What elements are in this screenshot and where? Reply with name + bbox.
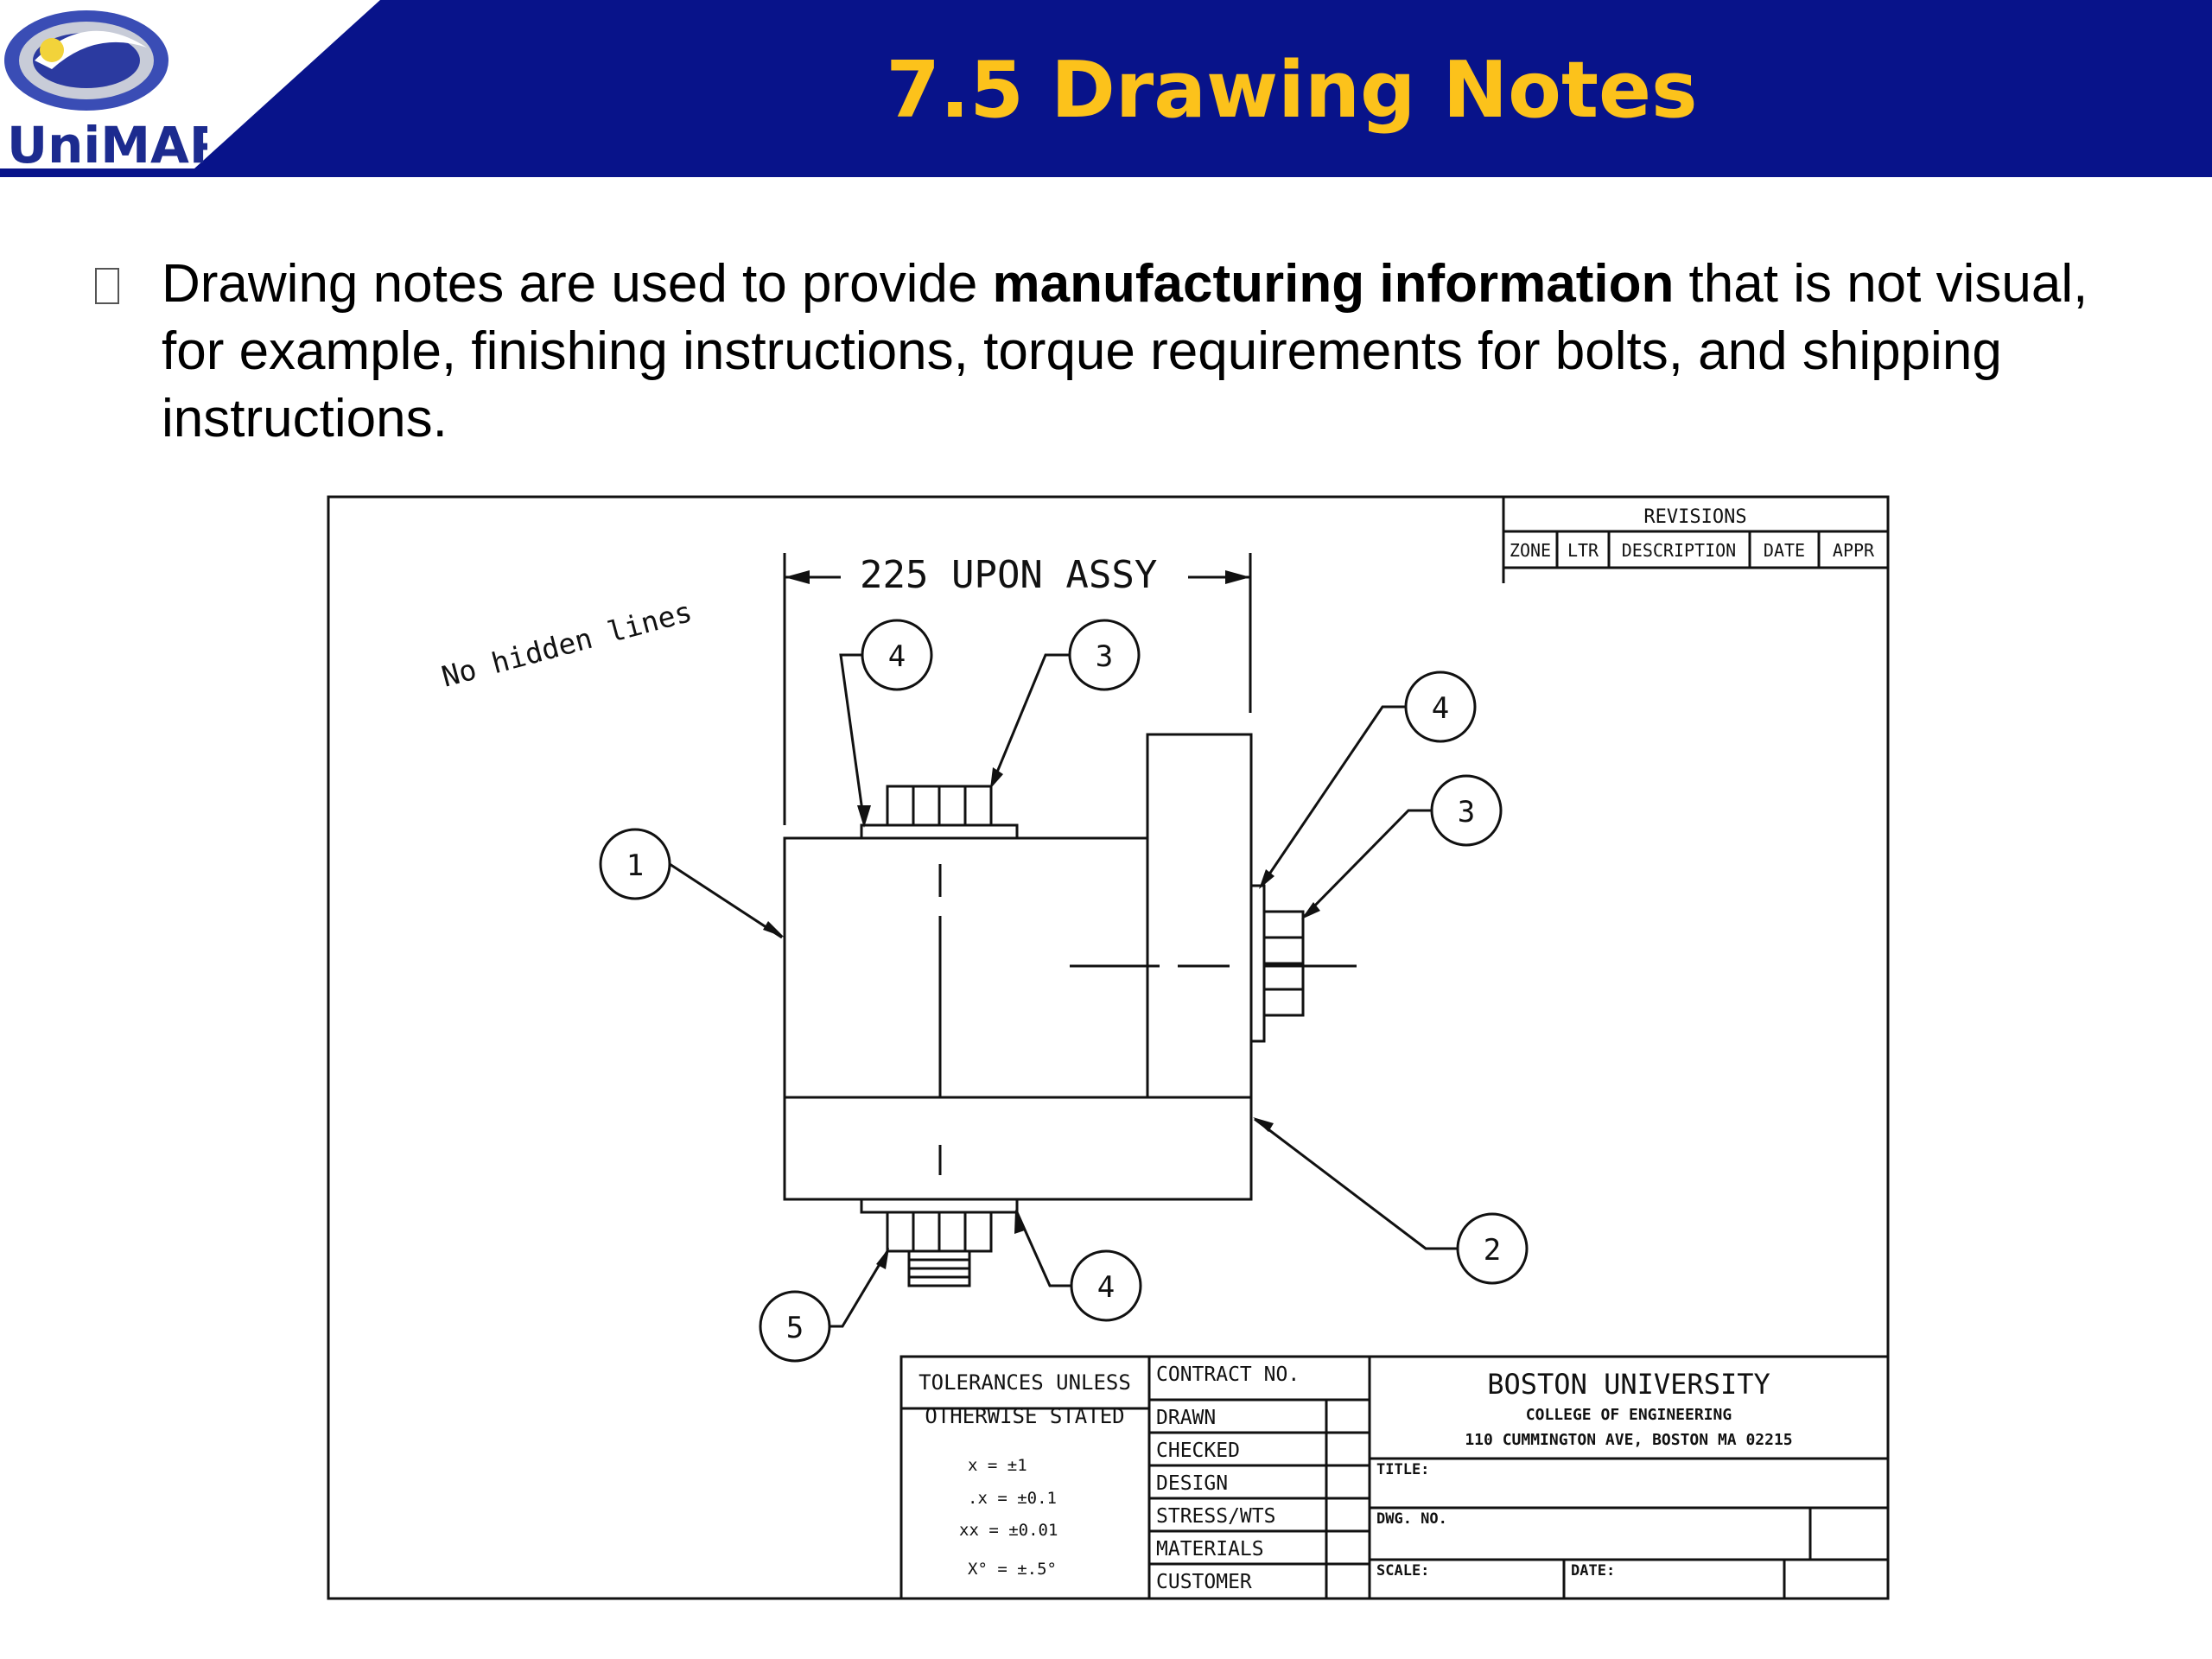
rev-col-ltr: LTR — [1567, 540, 1599, 561]
balloon-4c-label: 4 — [1097, 1270, 1115, 1305]
balloon-4b-label: 4 — [1432, 691, 1449, 726]
rev-col-date: DATE — [1764, 540, 1805, 561]
main-block — [783, 836, 1149, 1099]
base-block — [783, 1096, 1253, 1201]
date-label: DATE: — [1571, 1562, 1615, 1580]
balloon-1-label: 1 — [626, 849, 644, 883]
note-no-hidden-lines: No hidden lines — [438, 594, 696, 694]
leader-3a — [990, 653, 1070, 785]
field-checked: CHECKED — [1156, 1440, 1240, 1462]
dwg-no-label: DWG. NO. — [1376, 1510, 1447, 1528]
revisions-header: REVISIONS — [1643, 506, 1746, 528]
logo-emblem-icon: UniMAP — [4, 10, 207, 175]
logo-text: UniMAP — [7, 116, 207, 175]
slide-title: 7.5 Drawing Notes — [886, 45, 1698, 136]
dimension-label: 225 UPON ASSY — [860, 553, 1157, 597]
rev-col-appr: APPR — [1833, 540, 1875, 561]
leader-4b — [1260, 705, 1406, 887]
field-stress-wts: STRESS/WTS — [1156, 1505, 1275, 1528]
leader-4a — [839, 653, 866, 824]
field-design: DESIGN — [1156, 1472, 1228, 1495]
leader-2 — [1254, 1117, 1458, 1250]
balloon-3b-label: 3 — [1458, 795, 1475, 830]
field-drawn: DRAWN — [1156, 1407, 1216, 1429]
tol-row-4: X° = ±.5° — [968, 1560, 1057, 1579]
tol-row-2: .x = ±0.1 — [968, 1489, 1057, 1508]
tolerances-line1: TOLERANCES UNLESS — [918, 1370, 1131, 1395]
leader-3b — [1303, 809, 1432, 918]
leader-1 — [669, 862, 783, 939]
title-label: TITLE: — [1376, 1461, 1429, 1478]
scale-label: SCALE: — [1376, 1562, 1429, 1580]
org-address: 110 CUMMINGTON AVE, BOSTON MA 02215 — [1465, 1431, 1792, 1449]
drawing-sheet: 225 UPON ASSY No hidden lines 1 4 3 4 3 … — [327, 495, 1890, 1600]
title-block — [899, 1355, 1890, 1600]
balloon-3a-label: 3 — [1096, 639, 1113, 674]
field-contract-no: CONTRACT NO. — [1156, 1363, 1300, 1386]
tol-row-1: x = ±1 — [968, 1456, 1027, 1475]
leader-5 — [830, 1250, 889, 1328]
bullet-text-after: that is not visual, for example, finishi… — [162, 254, 2088, 448]
field-customer: CUSTOMER — [1156, 1571, 1252, 1593]
unimap-logo: UniMAP — [0, 0, 207, 181]
tolerances-line2: OTHERWISE STATED — [925, 1404, 1124, 1428]
rev-col-zone: ZONE — [1510, 540, 1551, 561]
bullet-text-before: Drawing notes are used to provide — [162, 254, 993, 314]
bullet-text: Drawing notes are used to provide manufa… — [162, 251, 2149, 453]
upright-plate — [1146, 733, 1253, 1099]
rev-col-description: DESCRIPTION — [1622, 540, 1736, 561]
bullet-text-bold: manufacturing information — [992, 254, 1675, 314]
engineering-drawing: 225 UPON ASSY No hidden lines 1 4 3 4 3 … — [324, 493, 1892, 1607]
field-materials: MATERIALS — [1156, 1538, 1264, 1560]
tol-row-3: xx = ±0.01 — [959, 1521, 1058, 1540]
balloon-2-label: 2 — [1484, 1233, 1501, 1268]
slide-title-box: 7.5 Drawing Notes — [778, 35, 1806, 147]
org-dept: COLLEGE OF ENGINEERING — [1526, 1406, 1732, 1424]
balloon-5-label: 5 — [786, 1311, 804, 1345]
org-name: BOSTON UNIVERSITY — [1487, 1368, 1770, 1401]
bullet-box-icon — [95, 268, 119, 304]
balloon-4a-label: 4 — [888, 639, 906, 674]
leader-4c — [1015, 1211, 1071, 1287]
slide-header: UniMAP 7.5 Drawing Notes — [0, 0, 2212, 181]
